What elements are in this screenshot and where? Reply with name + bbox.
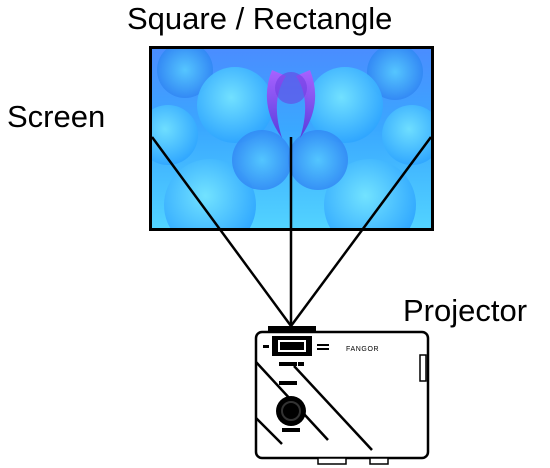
lens-icon <box>276 396 306 426</box>
screen-label: Screen <box>7 99 106 134</box>
projector-icon <box>254 326 430 465</box>
projector-label: Projector <box>403 293 528 328</box>
brand-text: FANGOR <box>346 346 379 353</box>
diagram-title: Square / Rectangle <box>127 1 393 36</box>
projection-lines <box>150 136 433 327</box>
